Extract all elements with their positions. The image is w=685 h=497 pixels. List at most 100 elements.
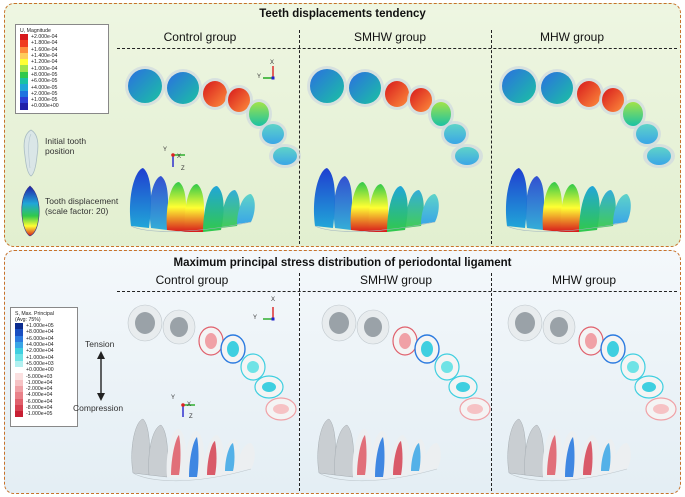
- displacement-panel: Teeth displacements tendency Control gro…: [4, 3, 681, 247]
- stress-legend-swatch: [15, 379, 23, 386]
- stress-legend-swatch: [15, 367, 23, 374]
- stress-legend-swatch: [15, 392, 23, 399]
- stress-legend-row: +8.000e+04: [15, 329, 73, 336]
- stress-legend-value: -8.000e+04: [26, 405, 53, 411]
- displacement-legend-value: +1.600e-04: [31, 46, 58, 53]
- displacement-legend-row: +4.000e-05: [20, 84, 104, 91]
- displacement-legend-scale: +2.000e-04+1.800e-04+1.600e-04+1.400e-04…: [20, 34, 104, 110]
- stress-legend-value: -6.000e+04: [26, 398, 53, 405]
- stress-legend-row: -1.000e+05: [15, 411, 73, 418]
- displacement-legend-row: +1.000e-04: [20, 65, 104, 72]
- stress-group-divider-2: [491, 273, 492, 491]
- stress-legend-row: -4.000e+04: [15, 392, 73, 399]
- stress-legend-swatch: [15, 323, 23, 330]
- displacement-legend-row: +0.000e+00: [20, 103, 104, 110]
- group-header-divider: [117, 48, 677, 49]
- displacement-legend-value: +2.000e-04: [31, 34, 58, 41]
- stress-legend-value: -5.000e+03: [26, 373, 53, 380]
- stress-legend-swatch: [15, 411, 23, 418]
- displacement-legend-swatch: [20, 46, 28, 53]
- stress-legend-swatch: [15, 360, 23, 368]
- group-title-mhw: MHW group: [539, 30, 604, 44]
- stress-axis-triad-upper: [263, 307, 275, 321]
- stress-axis-z-label: Z: [189, 414, 193, 420]
- stress-group-title-mhw: MHW group: [551, 273, 616, 287]
- displacement-legend-swatch: [20, 71, 28, 79]
- stress-legend-swatch: [15, 385, 23, 393]
- stress-axis-y-label: Y: [253, 315, 258, 321]
- stress-legend-swatch: [15, 348, 23, 355]
- displacement-legend-swatch: [20, 84, 28, 91]
- stress-legend-value: +1.000e+04: [26, 354, 54, 361]
- stress-legend-value: +0.000e+00: [26, 367, 54, 374]
- displacement-dental-arches: [125, 66, 675, 233]
- displaced-tooth-icon: [21, 185, 40, 237]
- stress-legend-value: +4.000e+04: [26, 342, 54, 349]
- displacement-legend-row: +2.000e-04: [20, 34, 104, 41]
- top-axis-z-label: Z: [181, 166, 185, 172]
- stress-legend-row: -5.000e+03: [15, 373, 73, 380]
- stress-legend-row: +0.000e+00: [15, 367, 73, 374]
- stress-legend-value: +8.000e+04: [26, 329, 54, 336]
- displacement-legend-swatch: [20, 65, 28, 72]
- stress-legend-value: -1.000e+04: [26, 379, 53, 386]
- tension-compression-arrow: [97, 351, 105, 401]
- group-divider-2: [491, 30, 492, 244]
- displacement-legend-value: +2.000e-05: [31, 90, 58, 97]
- displacement-legend-value: +1.200e-04: [31, 59, 58, 66]
- stress-legend-row: +2.000e+04: [15, 348, 73, 355]
- displacement-legend-value: +1.000e-04: [31, 65, 58, 72]
- stress-axis-triad-lower: [181, 403, 195, 417]
- stress-legend-swatch: [15, 373, 23, 380]
- stress-legend-row: +1.000e+04: [15, 354, 73, 361]
- displacement-legend-value: +4.000e-05: [31, 84, 58, 91]
- compression-label: Compression: [73, 403, 124, 413]
- group-divider-1: [299, 30, 300, 244]
- displacement-legend-value: +1.800e-04: [31, 40, 58, 47]
- displacement-legend: U, Magnitude +2.000e-04+1.800e-04+1.600e…: [15, 24, 109, 114]
- stress-legend-row: -1.000e+04: [15, 379, 73, 386]
- stress-axis-y2-label: Y: [171, 395, 176, 401]
- stress-legend-value: +6.000e+04: [26, 335, 54, 342]
- stress-axis-x-label: X: [271, 297, 276, 303]
- top-axis-triad-lower: [171, 153, 185, 167]
- displacement-legend-row: +1.600e-04: [20, 46, 104, 53]
- stress-legend-row: +4.000e+04: [15, 341, 73, 349]
- displacement-legend-swatch: [20, 78, 28, 85]
- displacement-legend-value: +0.000e+00: [31, 103, 59, 110]
- stress-legend-title: S, Max. Principal: [15, 311, 54, 317]
- top-axis-x-label: X: [270, 60, 275, 66]
- stress-panel: Maximum principal stress distribution of…: [4, 250, 681, 494]
- stress-legend-swatch: [15, 398, 23, 405]
- stress-legend-value: +2.000e+04: [26, 348, 54, 355]
- stress-legend-subtitle: (Avg: 75%): [15, 317, 41, 323]
- displacement-legend-swatch: [20, 90, 28, 97]
- displacement-legend-value: +8.000e-05: [31, 71, 58, 78]
- stress-group-title-smhw: SMHW group: [359, 273, 433, 287]
- group-title-control: Control group: [163, 30, 237, 44]
- stress-legend: S, Max. Principal (Avg: 75%) +1.000e+05+…: [10, 307, 78, 427]
- stress-legend-value: +1.000e+05: [26, 323, 54, 330]
- stress-legend-value: +5.000e+03: [26, 360, 54, 367]
- displacement-label: Tooth displacement (scale factor: 20): [45, 196, 119, 216]
- stress-legend-value: -1.000e+05: [26, 411, 53, 418]
- stress-legend-row: +5.000e+03: [15, 360, 73, 368]
- stress-legend-scale: +1.000e+05+8.000e+04+6.000e+04+4.000e+04…: [15, 323, 73, 418]
- stress-header-divider: [117, 291, 677, 292]
- group-title-smhw: SMHW group: [353, 30, 427, 44]
- displacement-legend-swatch: [20, 103, 28, 110]
- displacement-legend-row: +8.000e-05: [20, 71, 104, 79]
- displacement-legend-row: +6.000e-05: [20, 78, 104, 85]
- top-axis-y-label: Y: [257, 74, 262, 80]
- displacement-legend-value: +1.400e-04: [31, 53, 58, 60]
- top-axis-triad-upper: [263, 66, 275, 80]
- tension-label: Tension: [85, 339, 115, 349]
- stress-legend-value: -4.000e+04: [26, 392, 53, 399]
- displacement-legend-row: +1.200e-04: [20, 59, 104, 66]
- displacement-legend-row: +2.000e-05: [20, 90, 104, 97]
- displacement-legend-swatch: [20, 52, 28, 60]
- stress-legend-row: -6.000e+04: [15, 398, 73, 405]
- stress-legend-value: -2.000e+04: [26, 386, 53, 393]
- stress-legend-swatch: [15, 341, 23, 349]
- stress-legend-row: -2.000e+04: [15, 385, 73, 393]
